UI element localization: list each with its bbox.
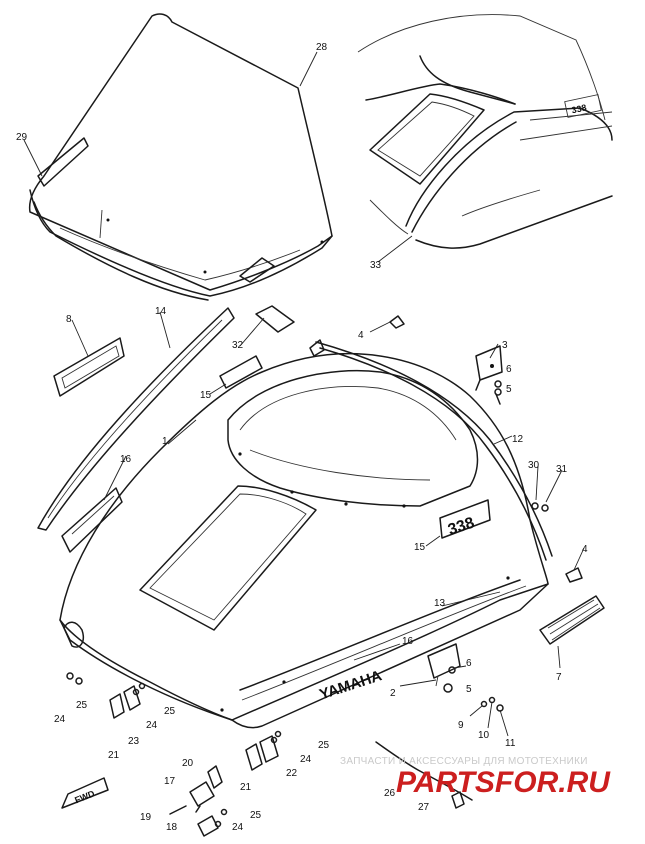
inset-model-decal: 338: [571, 102, 588, 115]
callout-24-center: 24: [300, 754, 312, 765]
bracket-2: [427, 643, 461, 687]
decal-15-upper: [219, 355, 263, 389]
hood-model-decal: 338: [446, 514, 477, 538]
hood-trim-12: [309, 339, 553, 561]
washer-30: [531, 502, 539, 510]
callout-9: 9: [458, 720, 464, 731]
bolt-5-lower: [443, 683, 453, 693]
callout-18: 18: [166, 822, 178, 833]
nut-24-mid: [132, 688, 140, 696]
washer-25-mid: [138, 682, 146, 690]
nut-24-center: [270, 736, 278, 744]
callout-15-lower: 15: [414, 542, 426, 553]
callout-10: 10: [478, 730, 490, 741]
callout-12: 12: [512, 434, 524, 445]
nut-24-latch: [214, 820, 222, 828]
latch-20: [207, 765, 223, 789]
callout-30: 30: [528, 460, 540, 471]
washer-25-center: [274, 730, 282, 738]
washer-10: [488, 696, 496, 704]
bracket-3: [475, 345, 503, 391]
callout-16-left: 16: [120, 454, 132, 465]
yamaha-decal-16: YAMAHA: [317, 667, 384, 703]
callout-5-upper: 5: [506, 384, 512, 395]
nut-31: [541, 504, 549, 512]
latch-hook-17: [189, 781, 215, 813]
callout-21-center: 21: [240, 782, 252, 793]
callout-14: 14: [155, 306, 167, 317]
callout-25-left: 25: [76, 700, 88, 711]
callout-27: 27: [418, 802, 430, 813]
callout-31: 31: [556, 464, 568, 475]
washer-9: [480, 700, 488, 708]
callout-3: 3: [502, 340, 508, 351]
callout-25-center: 25: [318, 740, 330, 751]
hinge-21-center: [245, 743, 263, 771]
callout-16-yamaha: 16: [402, 636, 414, 647]
hood-inset-view: 338: [357, 14, 613, 249]
clip-4-upper: [389, 315, 405, 329]
stripe-decal-16-left: [61, 487, 123, 553]
callout-29: 29: [16, 132, 28, 143]
washer-6-upper: [494, 380, 502, 388]
callout-24-latch: 24: [232, 822, 244, 833]
callout-24-mid: 24: [146, 720, 158, 731]
callout-20: 20: [182, 758, 194, 769]
bolt-5-upper: [494, 388, 502, 405]
callout-13: 13: [434, 598, 446, 609]
callout-26: 26: [384, 788, 396, 799]
callout-2: 2: [390, 688, 396, 699]
callout-25-latch: 25: [250, 810, 262, 821]
callout-21-left: 21: [108, 750, 120, 761]
washer-25-left: [75, 677, 83, 685]
callout-7: 7: [556, 672, 562, 683]
callout-8: 8: [66, 314, 72, 325]
windshield: [28, 13, 333, 301]
cable-26: [375, 741, 473, 801]
callout-4-upper: 4: [358, 330, 364, 341]
callout-11: 11: [505, 738, 516, 749]
washer-6-lower: [448, 666, 456, 674]
fwd-arrow: FWD: [61, 777, 109, 809]
callout-5-lower: 5: [466, 684, 472, 695]
callout-24-left: 24: [54, 714, 66, 725]
callout-33: 33: [370, 260, 382, 271]
callout-19: 19: [140, 812, 152, 823]
callout-22: 22: [286, 768, 298, 779]
callout-6-lower: 6: [466, 658, 472, 669]
watermark-site: PARTSFOR.RU: [396, 766, 611, 799]
callout-32: 32: [232, 340, 244, 351]
plate-23: [123, 685, 141, 711]
latch-base-18: [197, 815, 219, 837]
model-decal-15: 338: [439, 499, 491, 539]
clip-4-right: [565, 567, 583, 583]
yamaha-decal-text: YAMAHA: [317, 667, 384, 703]
callout-28: 28: [316, 42, 328, 53]
callout-17: 17: [164, 776, 176, 787]
bracket-22: [259, 735, 279, 763]
nut-24-left: [66, 672, 74, 680]
callout-25-mid: 25: [164, 706, 176, 717]
grille-7: [539, 595, 605, 645]
hood-body: [59, 352, 549, 729]
grommet-27: [451, 791, 465, 809]
hinge-21-left: [109, 693, 125, 719]
callout-4-right: 4: [582, 544, 588, 555]
decal-32: [255, 305, 295, 333]
leader-lines: [23, 51, 585, 737]
callout-6-upper: 6: [506, 364, 512, 375]
washer-25-latch: [220, 808, 228, 816]
callout-23: 23: [128, 736, 140, 747]
decal-plate-8: [53, 337, 125, 397]
callout-1: 1: [162, 436, 168, 447]
watermark-tagline: ЗАПЧАСТИ И АКСЕССУАРЫ ДЛЯ МОТОТЕХНИКИ: [340, 756, 588, 767]
watermark: ЗАПЧАСТИ И АКСЕССУАРЫ ДЛЯ МОТОТЕХНИКИ PA…: [340, 756, 611, 799]
side-strip-14: [37, 307, 235, 531]
callout-15-upper: 15: [200, 390, 212, 401]
callout-labels: 28 29 33 8 14 32 15 4 3 6 5 1 12 16 15 3…: [16, 42, 588, 833]
pin-19: [169, 805, 187, 815]
